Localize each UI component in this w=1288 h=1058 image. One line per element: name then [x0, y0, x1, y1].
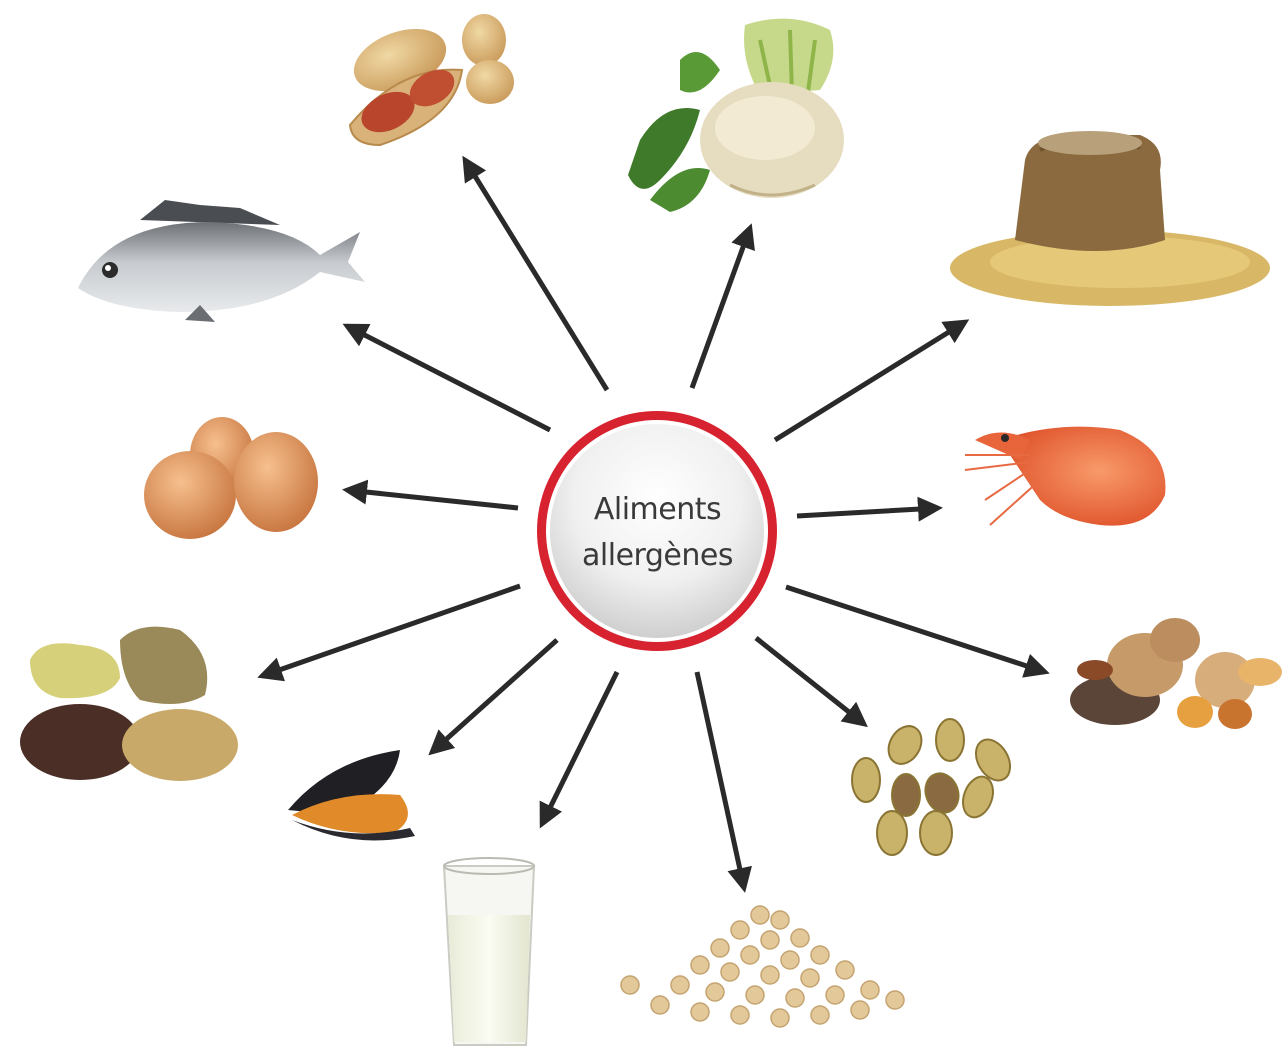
milk-glass-icon — [444, 858, 534, 1045]
mustard-icon — [20, 627, 238, 781]
arrow-to-fish — [347, 326, 550, 430]
center-title-line1: Aliments — [594, 487, 721, 533]
lupin-seeds-icon — [852, 719, 1017, 855]
shrimp-icon — [965, 427, 1165, 526]
arrow-to-shrimp — [797, 508, 938, 516]
grain-sack-icon — [950, 131, 1270, 306]
celery-icon — [628, 19, 844, 212]
arrow-to-celery — [692, 228, 750, 388]
soybeans-icon — [621, 906, 904, 1027]
fish-icon — [78, 200, 365, 322]
arrow-to-grain — [775, 322, 965, 440]
eggs-icon — [144, 417, 318, 539]
arrow-to-mussel — [432, 640, 557, 752]
arrow-to-nuts — [786, 587, 1045, 672]
center-title-line2: allergènes — [582, 533, 733, 579]
arrow-to-soy — [697, 672, 744, 888]
arrow-to-eggs — [347, 490, 518, 508]
mussel-icon — [288, 750, 415, 840]
center-title: Aliments allergènes — [535, 410, 780, 655]
arrow-to-peanut — [465, 160, 607, 390]
arrow-to-milk — [542, 672, 617, 824]
peanut-icon — [345, 14, 514, 145]
arrow-to-mustard — [262, 586, 520, 676]
nuts-icon — [1070, 618, 1282, 729]
